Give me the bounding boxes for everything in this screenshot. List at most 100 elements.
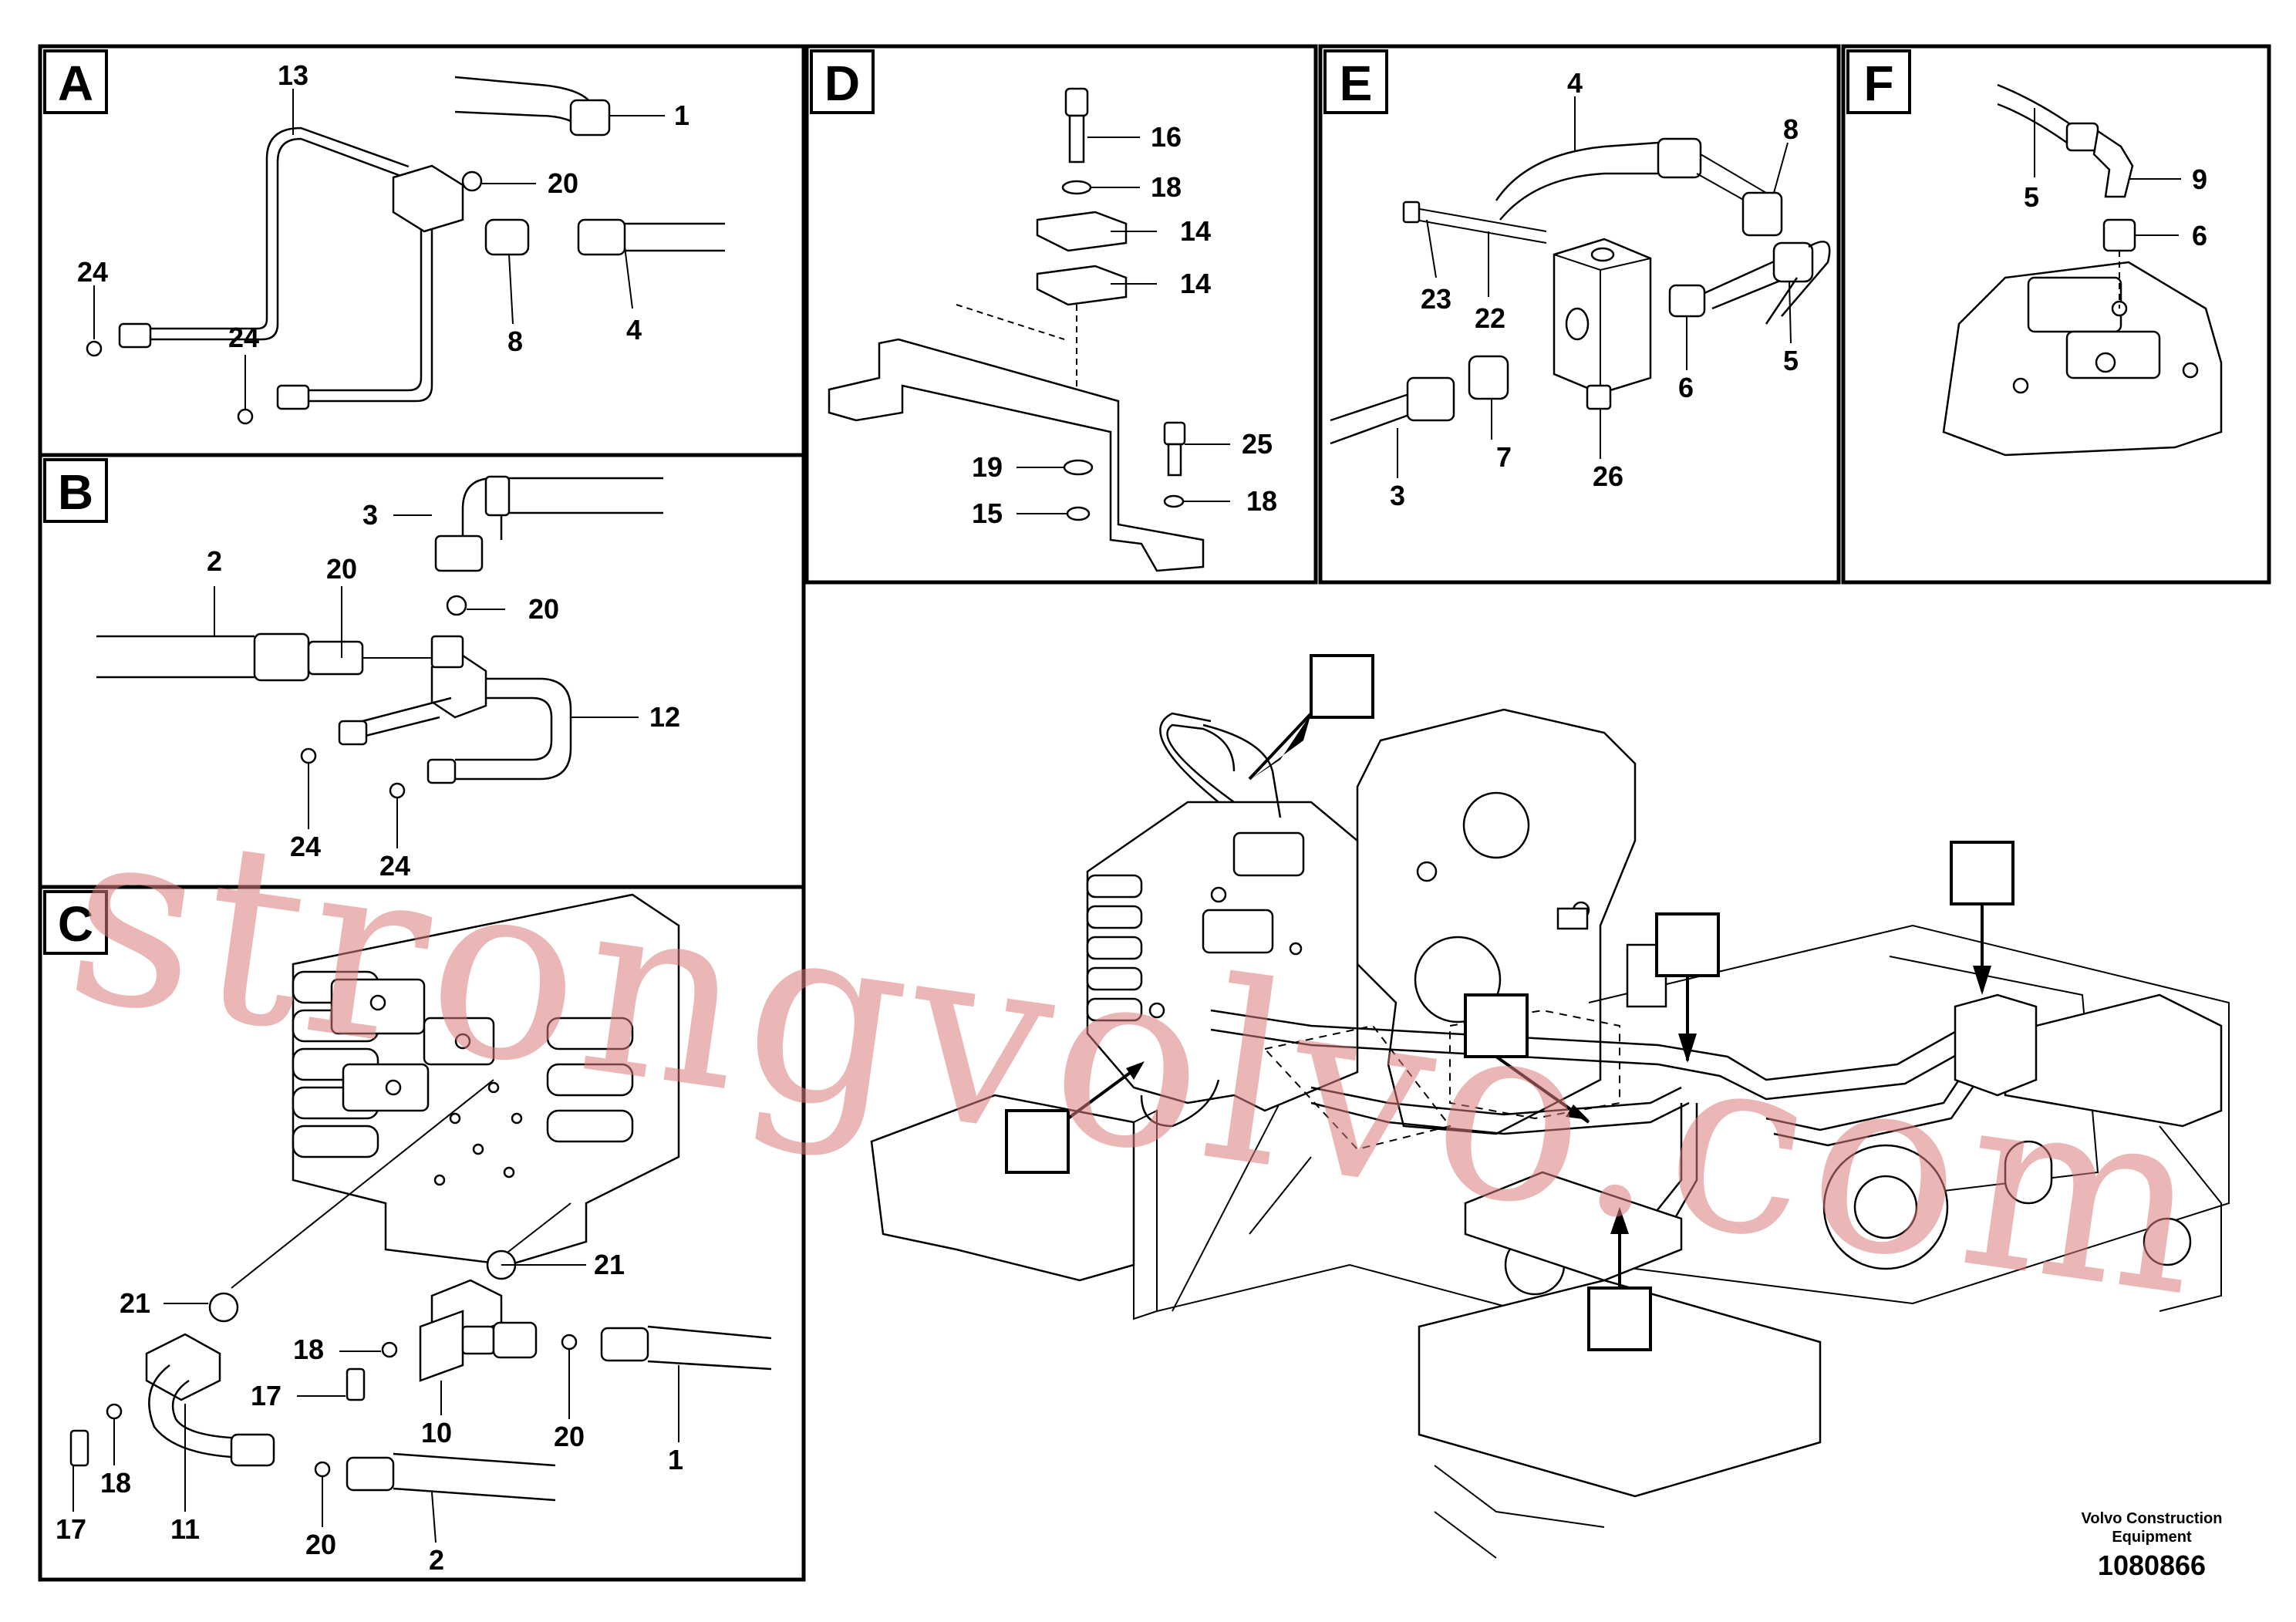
pipe-13-lower xyxy=(293,224,433,403)
bolt-23 xyxy=(1414,207,1547,244)
washer-18 xyxy=(106,1403,123,1420)
callout-8: 8 xyxy=(1783,113,1799,145)
panel-b-tag xyxy=(43,458,108,523)
callout-1: 1 xyxy=(668,1444,683,1475)
control-valve xyxy=(292,893,680,1266)
panel-f: F 5 9 6 xyxy=(1846,49,2223,457)
company-name-line2: Equipment xyxy=(2112,1529,2192,1546)
fitting xyxy=(276,384,310,410)
overview-assembly xyxy=(870,708,2230,1559)
callout-18: 18 xyxy=(1246,485,1277,517)
hose-2 xyxy=(96,635,255,679)
callout-5: 5 xyxy=(1783,345,1799,376)
elbow-3-nut xyxy=(434,534,484,572)
callout-2: 2 xyxy=(207,545,222,577)
elbow-5 xyxy=(1772,241,1814,283)
callout-24: 24 xyxy=(290,831,321,862)
footer: Volvo Construction Equipment 1080866 xyxy=(2082,1510,2223,1581)
pipe-12 xyxy=(455,677,572,781)
callout-21: 21 xyxy=(120,1287,150,1319)
callout-20: 20 xyxy=(326,553,357,585)
overview-tag-d xyxy=(1587,1286,1652,1351)
o-ring-24 xyxy=(389,782,406,799)
washer-19 xyxy=(1063,459,1094,476)
o-ring-20 xyxy=(561,1334,578,1351)
callout-6: 6 xyxy=(1678,372,1694,403)
bolt-25 xyxy=(1163,421,1186,446)
bracket xyxy=(828,338,1205,572)
elbow-9 xyxy=(2092,129,2134,198)
callout-17: 17 xyxy=(56,1513,86,1545)
callout-16: 16 xyxy=(1151,121,1182,153)
bolt-17 xyxy=(346,1367,366,1401)
o-ring-21 xyxy=(208,1292,239,1323)
panel-f-tag-text: F xyxy=(1863,56,1893,111)
callout-20: 20 xyxy=(554,1421,585,1452)
callout-5: 5 xyxy=(2024,181,2039,213)
nut-15 xyxy=(1066,506,1091,521)
panel-d-tag xyxy=(810,49,875,114)
overview-tag-f xyxy=(1310,654,1374,719)
callout-22: 22 xyxy=(1475,302,1505,334)
valve-block-26 xyxy=(1553,238,1652,395)
callout-24: 24 xyxy=(379,850,410,882)
panel-c-tag xyxy=(43,890,108,955)
o-ring-20 xyxy=(314,1461,331,1478)
panel-c: C xyxy=(43,890,772,1576)
hose-4 xyxy=(1495,141,1659,221)
overview-tag-b xyxy=(1464,993,1529,1058)
callout-25: 25 xyxy=(1242,428,1273,460)
tee-block xyxy=(392,164,464,233)
clamp-14 xyxy=(1036,265,1128,306)
fitting-6 xyxy=(2102,218,2136,252)
callout-15: 15 xyxy=(972,497,1003,529)
callout-19: 19 xyxy=(972,451,1003,483)
callout-6: 6 xyxy=(2192,220,2207,251)
hose-3 xyxy=(1330,392,1416,445)
callout-24: 24 xyxy=(77,256,108,288)
elbow-1 xyxy=(569,99,611,137)
overview-tag-a xyxy=(1655,912,1720,977)
elbow-8 xyxy=(484,218,530,256)
panel-d-tag-text: D xyxy=(824,56,860,111)
elbow-8 xyxy=(1741,191,1783,237)
callout-17: 17 xyxy=(251,1380,282,1411)
flange-11 xyxy=(145,1333,221,1401)
panel-b: B 3 2 20 20 12 24 24 xyxy=(43,458,680,882)
overview-tag-c xyxy=(1005,1109,1070,1174)
company-name-line1: Volvo Construction xyxy=(2082,1510,2223,1527)
clamp-14 xyxy=(1036,211,1128,252)
callout-20: 20 xyxy=(548,167,578,199)
o-ring-20 xyxy=(446,595,467,616)
callout-4: 4 xyxy=(1567,67,1583,99)
washer-18 xyxy=(381,1341,398,1358)
upright-plate xyxy=(1356,708,1637,1135)
callout-24: 24 xyxy=(228,322,259,353)
o-ring-24 xyxy=(237,408,254,425)
callout-20: 20 xyxy=(528,593,559,625)
panel-c-tag-text: C xyxy=(58,896,93,952)
callout-18: 18 xyxy=(100,1467,131,1499)
callout-26: 26 xyxy=(1593,460,1623,492)
nut-4 xyxy=(577,218,626,256)
callout-18: 18 xyxy=(293,1334,324,1365)
bolt-17 xyxy=(69,1429,89,1467)
fitting xyxy=(118,322,152,349)
overview-control-valve xyxy=(1086,801,1359,1112)
callout-2: 2 xyxy=(429,1544,444,1576)
washer-18 xyxy=(1061,180,1092,195)
pipe-13 xyxy=(131,137,406,341)
callout-14: 14 xyxy=(1180,268,1211,299)
panel-a-tag xyxy=(43,49,108,114)
callout-21: 21 xyxy=(594,1249,625,1280)
panel-e-tag-text: E xyxy=(1340,56,1373,111)
panel-frames xyxy=(38,44,2271,1582)
panel-e: E 4 8 23 22 xyxy=(1323,49,1831,511)
overview-valve-block xyxy=(1954,993,2038,1097)
panel-d: D 16 18 14 14 25 19 18 15 xyxy=(810,49,1277,572)
callout-12: 12 xyxy=(649,701,680,733)
callout-18: 18 xyxy=(1151,171,1182,203)
hose-2 xyxy=(393,1452,556,1502)
callout-20: 20 xyxy=(305,1529,336,1560)
